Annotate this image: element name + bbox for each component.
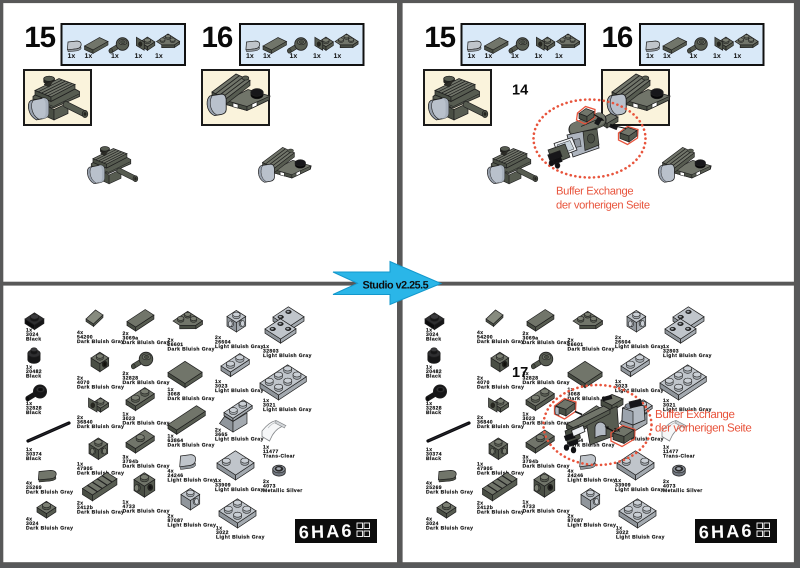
- svg-text:der vorherigen Seite: der vorherigen Seite: [556, 200, 650, 212]
- svg-text:1x: 1x: [646, 53, 654, 60]
- svg-text:1x: 1x: [313, 53, 321, 60]
- svg-text:1x: 1x: [468, 53, 476, 60]
- svg-text:17: 17: [512, 365, 528, 381]
- svg-text:Buffer Exchange: Buffer Exchange: [655, 408, 735, 421]
- svg-text:Studio v2.25.5: Studio v2.25.5: [363, 279, 429, 291]
- svg-text:1x: 1x: [111, 53, 119, 60]
- svg-text:1x: 1x: [68, 53, 76, 60]
- svg-text:1x: 1x: [246, 53, 254, 60]
- svg-text:16: 16: [602, 21, 633, 54]
- svg-text:1x: 1x: [485, 53, 493, 60]
- svg-text:Buffer Exchange: Buffer Exchange: [556, 186, 633, 198]
- svg-text:1x: 1x: [511, 53, 519, 60]
- svg-text:15: 15: [424, 21, 455, 54]
- svg-text:1x: 1x: [663, 53, 671, 60]
- svg-text:1x: 1x: [155, 53, 163, 60]
- svg-text:1x: 1x: [690, 53, 698, 60]
- svg-text:6HA6: 6HA6: [298, 521, 353, 543]
- svg-text:1x: 1x: [290, 53, 298, 60]
- svg-text:der vorherigen Seite: der vorherigen Seite: [655, 422, 751, 435]
- svg-text:15: 15: [24, 21, 55, 54]
- svg-text:1x: 1x: [135, 53, 143, 60]
- svg-text:1x: 1x: [85, 53, 93, 60]
- svg-text:1x: 1x: [734, 53, 742, 60]
- svg-text:14: 14: [512, 83, 528, 99]
- svg-text:1x: 1x: [535, 53, 543, 60]
- svg-text:1x: 1x: [713, 53, 721, 60]
- svg-text:2x: 2x: [614, 428, 620, 434]
- svg-text:16: 16: [202, 21, 233, 54]
- svg-text:1x: 1x: [555, 53, 563, 60]
- svg-text:1x: 1x: [263, 53, 271, 60]
- svg-text:6HA6: 6HA6: [698, 521, 753, 543]
- svg-text:1x: 1x: [334, 53, 342, 60]
